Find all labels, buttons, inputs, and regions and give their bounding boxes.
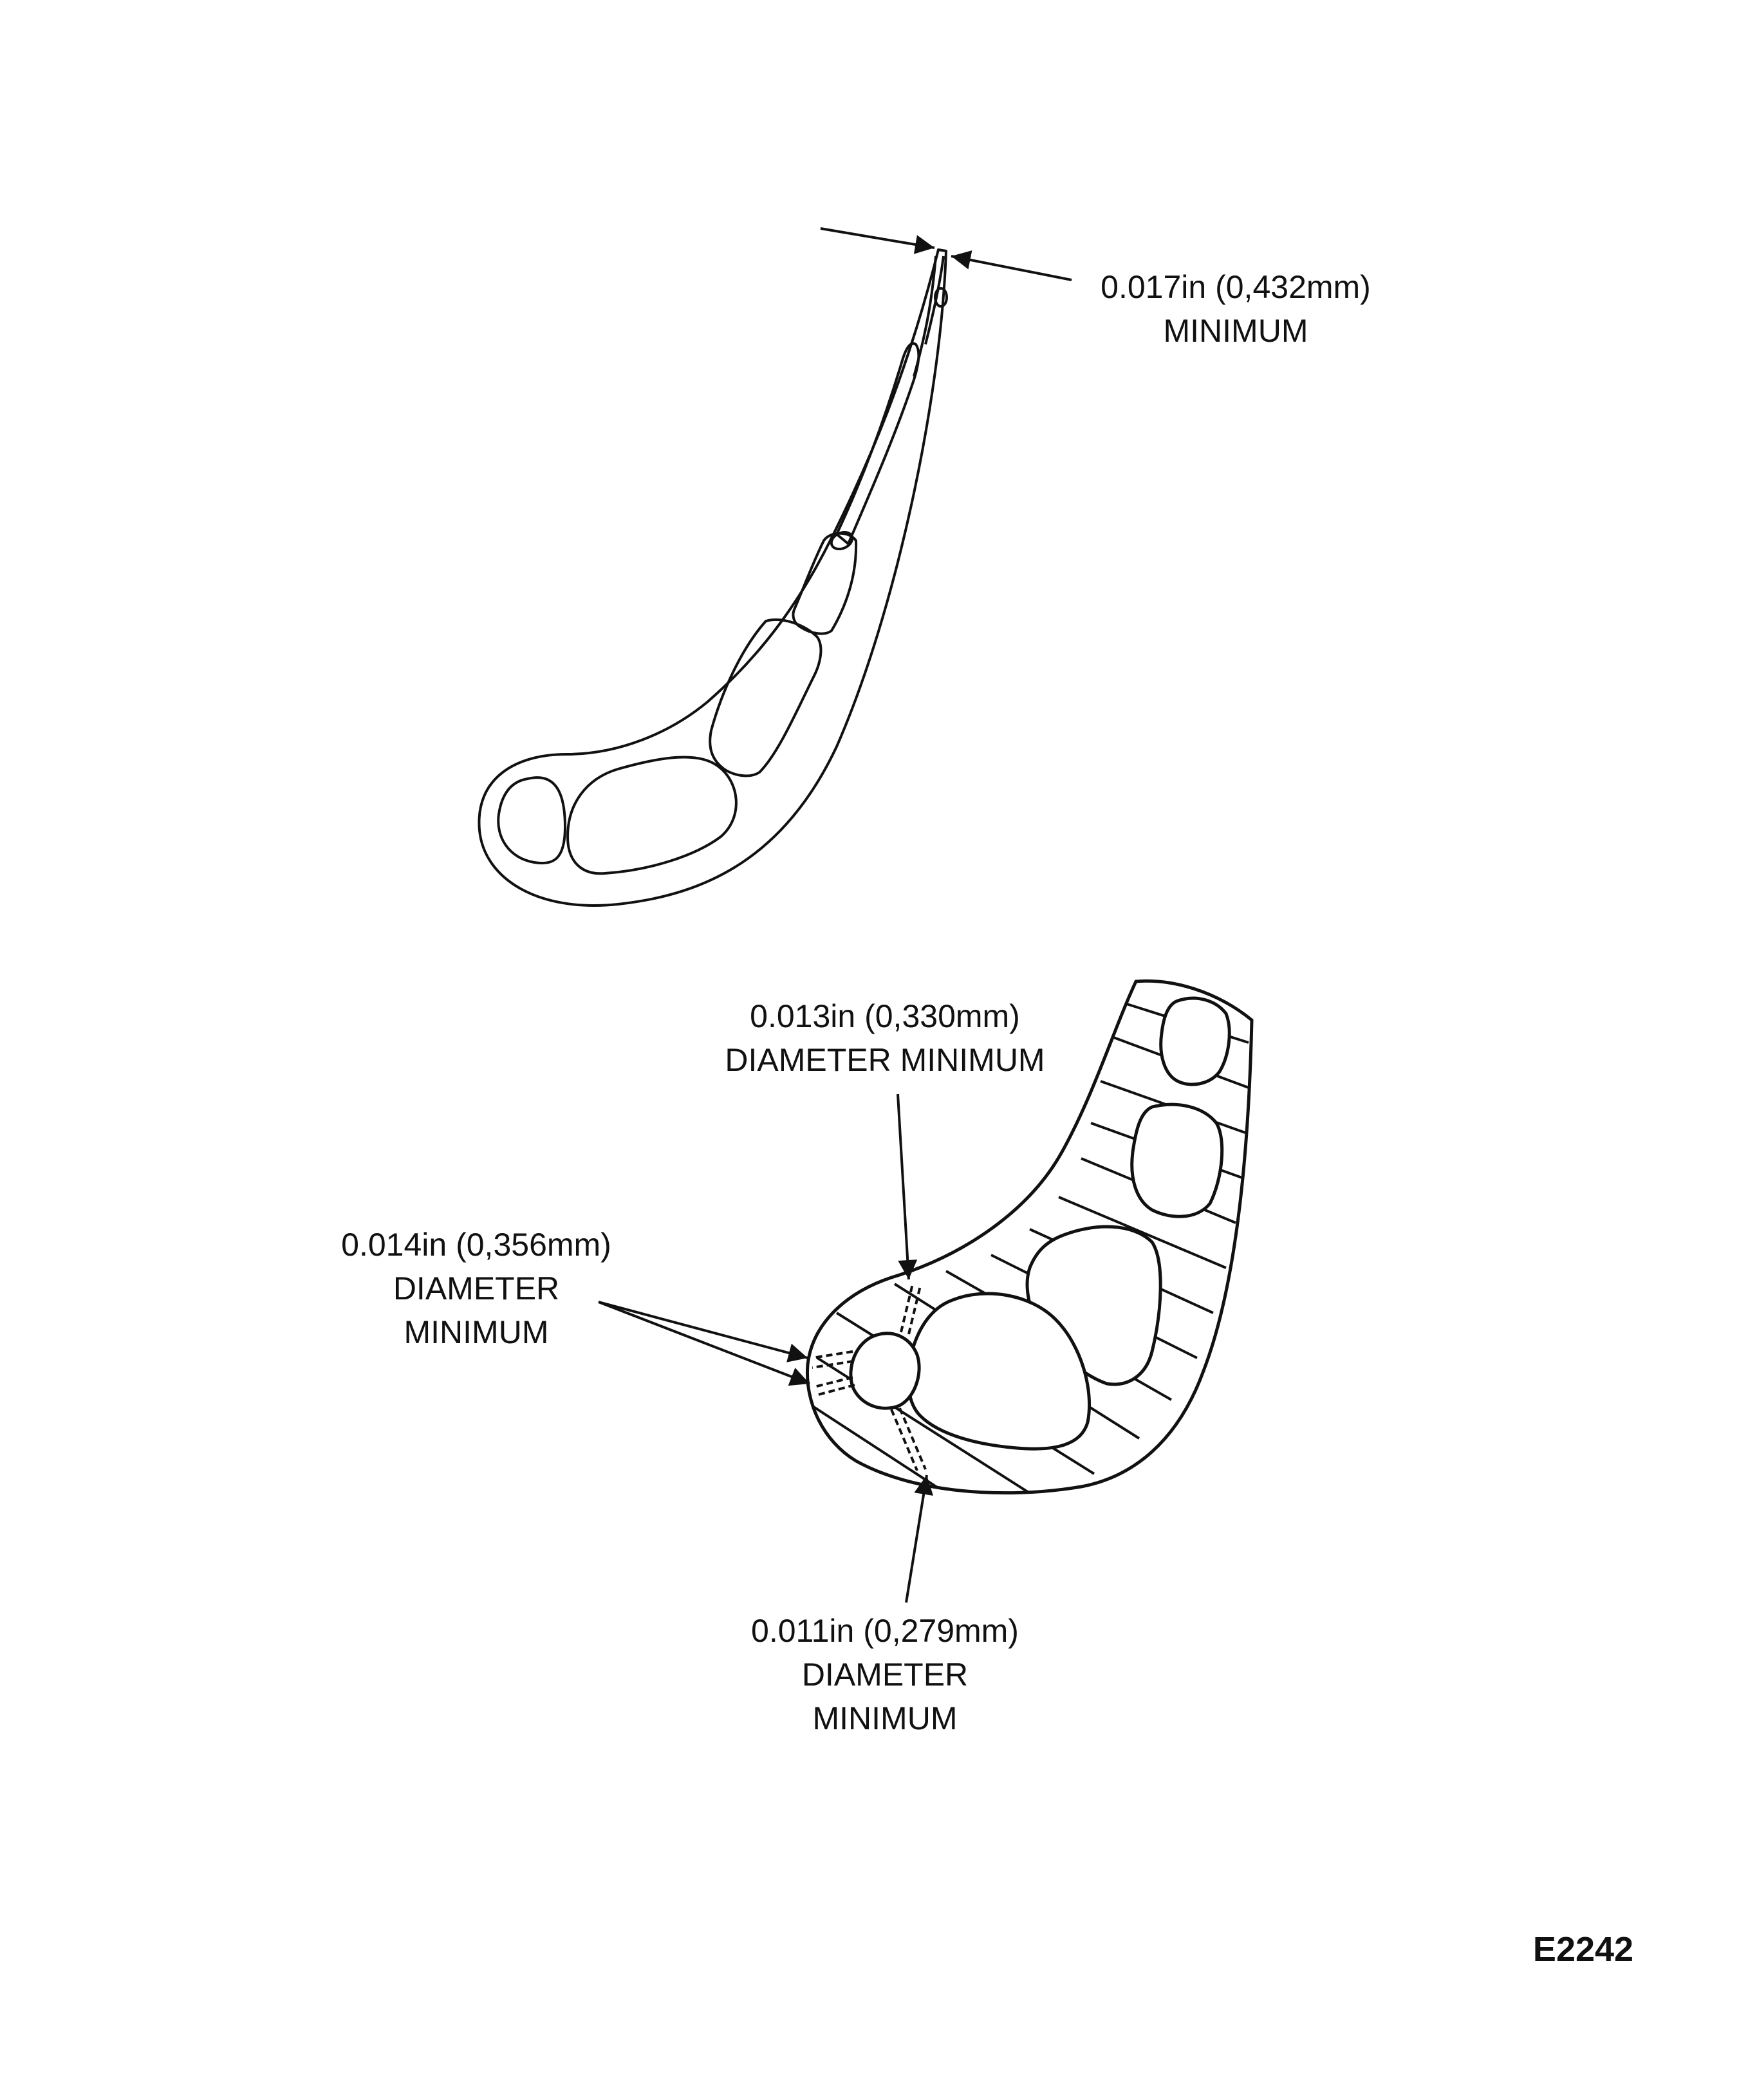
cooling-hole-top [900,1283,914,1333]
cavity-main [566,756,738,875]
cavity-mid [709,618,823,777]
cavity-upper [792,532,858,635]
section-cavity-upper [1159,996,1231,1086]
leader-top-hole [897,1093,918,1280]
trailing-edge-wall [913,256,937,377]
callout-top-hole: 0.013in (0,330mm) DIAMETER MINIMUM [676,994,1094,1082]
cooling-hole-leading-lower [813,1376,853,1388]
blade-outer-profile [478,248,947,907]
callout-top-hole-line1: 0.013in (0,330mm) [750,998,1020,1034]
callout-bottom-hole-line2: DIAMETER [801,1657,969,1693]
callout-leading-edge-line1: 0.014in (0,356mm) [341,1227,611,1263]
trailing-edge-slot [835,342,920,545]
cavity-leading-edge [497,776,566,865]
callout-leading-edge-line2: DIAMETER [393,1270,560,1306]
figure-id: E2242 [1532,1930,1634,1969]
cooling-hole-leading-upper [812,1350,853,1359]
callout-top-hole-line2: DIAMETER MINIMUM [725,1042,1045,1078]
leader-leading-upper [598,1301,808,1362]
leader-arrows-section [598,1093,934,1603]
callout-trailing-edge-line1: 0.017in (0,432mm) [1101,269,1371,305]
blade-cross-section-top [478,248,948,907]
section-cavity-leading-edge [849,1332,921,1410]
callout-bottom-hole: 0.011in (0,279mm) DIAMETER MINIMUM [702,1609,1068,1740]
section-cavity-second [1130,1102,1224,1218]
callout-leading-edge-line3: MINIMUM [404,1314,549,1350]
section-outer-wall [805,979,1254,1495]
callout-leading-edge-holes: 0.014in (0,356mm) DIAMETER MINIMUM [283,1223,669,1354]
cooling-hole-bottom [890,1409,918,1471]
callout-trailing-edge-wall: 0.017in (0,432mm) MINIMUM [1055,265,1416,353]
callout-bottom-hole-line3: MINIMUM [812,1700,958,1736]
leader-bottom-hole [905,1474,934,1603]
blade-enlarged-section [805,979,1254,1495]
callout-bottom-hole-line1: 0.011in (0,279mm) [751,1613,1019,1649]
dimension-arrows-trailing-edge [820,227,1072,281]
callout-trailing-edge-line2: MINIMUM [1163,313,1308,349]
leader-leading-lower [598,1301,810,1386]
